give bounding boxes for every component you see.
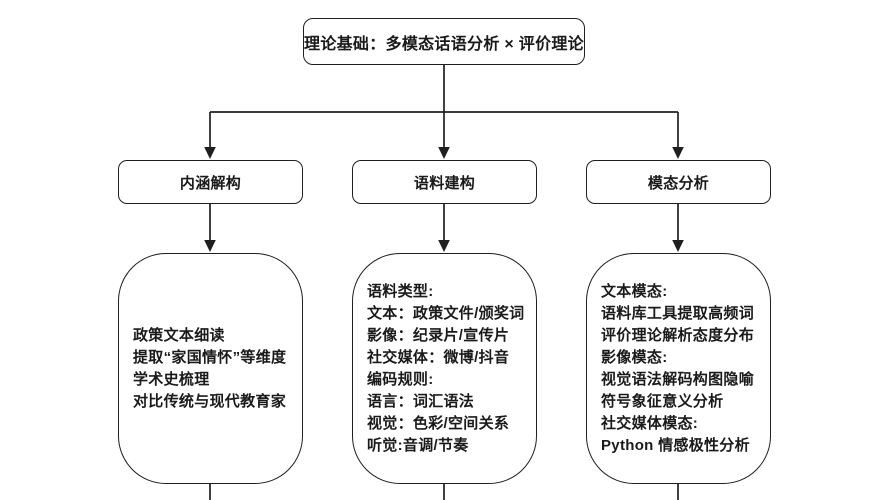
detail-line: 语言：词汇语法 [367, 392, 475, 410]
arrowhead-branch-1 [438, 147, 450, 159]
detail-line: 影像模态: [601, 348, 668, 366]
arrowhead-branch-0 [204, 147, 216, 159]
detail-line: 影像：纪录片/宣传片 [367, 326, 510, 344]
node-branch-connotation-label: 内涵解构 [179, 174, 242, 192]
node-branch-connotation: 内涵解构 [118, 160, 303, 204]
detail-line: 听觉:音调/节奏 [367, 436, 469, 454]
detail-line: 学术史梳理 [133, 370, 210, 388]
node-detail-connotation: 政策文本细读 提取“家国情怀”等维度 学术史梳理 对比传统与现代教育家 [118, 253, 303, 484]
node-detail-corpus: 语料类型: 文本：政策文件/颁奖词 影像：纪录片/宣传片 社交媒体：微博/抖音 … [352, 253, 537, 484]
arrowhead-detail-1 [438, 240, 450, 252]
detail-line: 语料库工具提取高频词 [601, 304, 755, 322]
node-branch-modality-label: 模态分析 [647, 174, 710, 192]
detail-line: 政策文本细读 [133, 326, 225, 344]
detail-line: 社交媒体模态: [601, 414, 699, 432]
detail-line: 视觉：色彩/空间关系 [367, 414, 510, 432]
detail-line: 提取“家国情怀”等维度 [133, 348, 287, 366]
detail-line: 视觉语法解码构图隐喻 [601, 370, 755, 388]
arrowhead-detail-0 [204, 240, 216, 252]
node-branch-corpus: 语料建构 [352, 160, 537, 204]
detail-line: Python 情感极性分析 [601, 436, 750, 454]
arrowhead-detail-2 [672, 240, 684, 252]
node-branch-corpus-label: 语料建构 [413, 174, 476, 192]
detail-line: 文本：政策文件/颁奖词 [367, 304, 525, 322]
detail-line: 对比传统与现代教育家 [133, 392, 287, 410]
detail-line: 编码规则: [367, 370, 434, 388]
node-branch-modality: 模态分析 [586, 160, 771, 204]
detail-line: 社交媒体：微博/抖音 [367, 348, 510, 366]
detail-line: 文本模态: [601, 282, 668, 300]
node-detail-modality: 文本模态: 语料库工具提取高频词 评价理论解析态度分布 影像模态: 视觉语法解码… [586, 253, 771, 484]
arrowhead-branch-2 [672, 147, 684, 159]
detail-line: 评价理论解析态度分布 [601, 326, 755, 344]
detail-line: 语料类型: [367, 282, 434, 300]
node-theory-root: 理论基础：多模态话语分析 × 评价理论 [303, 18, 585, 65]
node-theory-root-label: 理论基础：多模态话语分析 × 评价理论 [304, 35, 584, 53]
detail-line: 符号象征意义分析 [601, 392, 724, 410]
